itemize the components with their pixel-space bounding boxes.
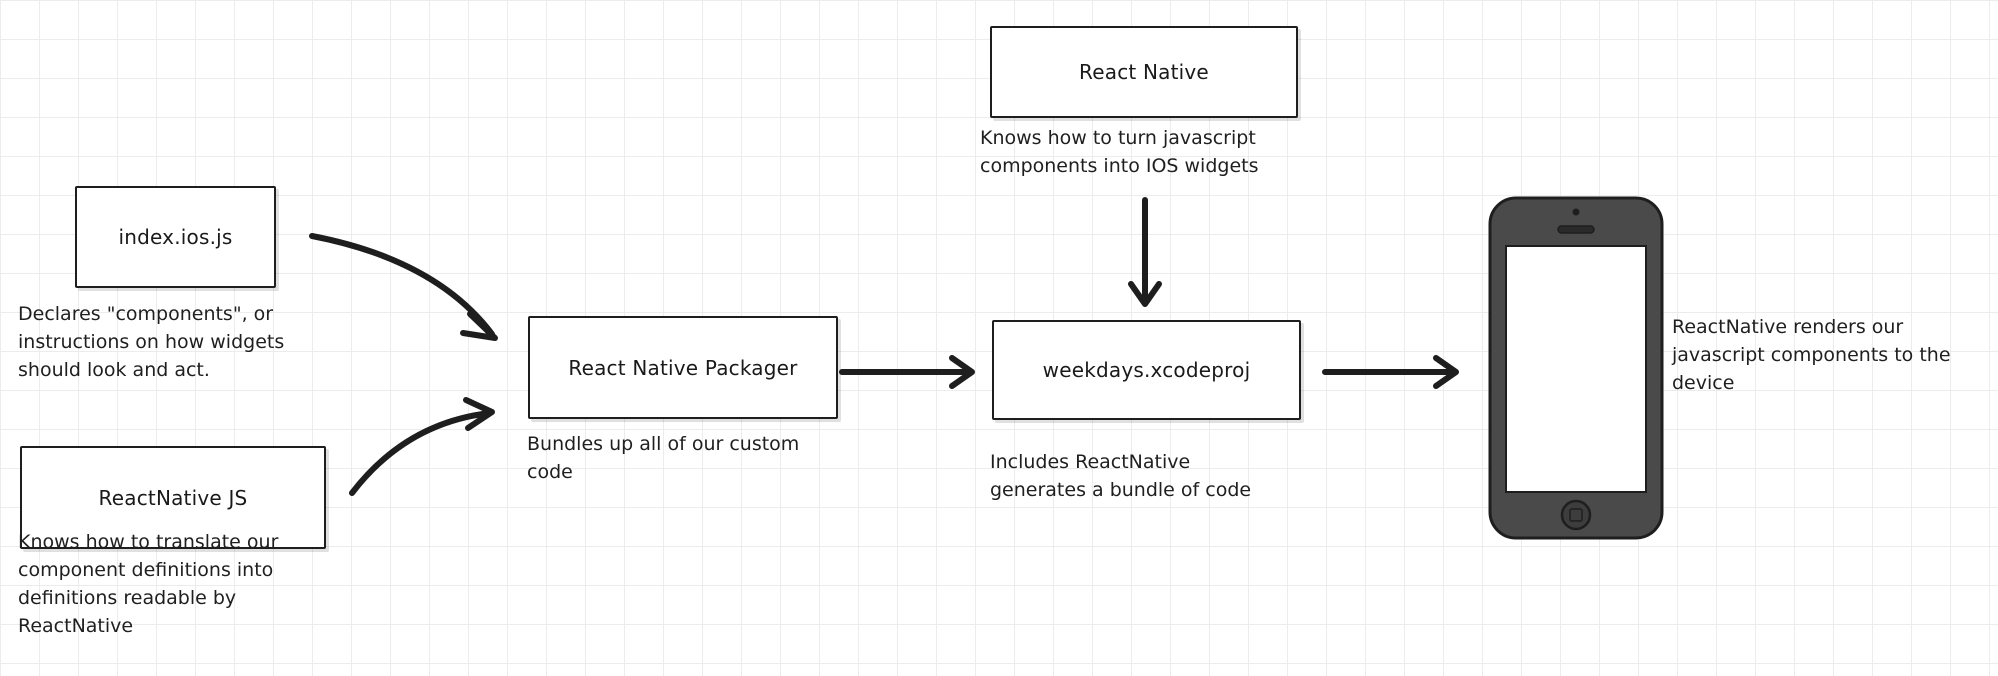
react-native-label: React Native — [1079, 60, 1209, 84]
packager-note: Bundles up all of our custom code — [527, 433, 800, 483]
packager-box: React Native Packager — [528, 316, 838, 419]
index-ios-label: index.ios.js — [118, 225, 233, 249]
xcodeproj-note: Includes ReactNative generates a bundle … — [990, 451, 1252, 501]
iphone-icon — [1488, 196, 1664, 540]
xcodeproj-label: weekdays.xcodeproj — [1042, 358, 1251, 382]
react-native-js-note: Knows how to translate our component def… — [18, 531, 279, 637]
arrow-js-to-packager — [349, 410, 493, 496]
arrow-index-to-packager — [309, 233, 495, 337]
react-native-js-box: ReactNative JS — [20, 446, 326, 549]
index-ios-box: index.ios.js — [75, 186, 276, 288]
xcodeproj-box: weekdays.xcodeproj — [992, 320, 1301, 420]
packager-label: React Native Packager — [568, 355, 798, 380]
react-native-note: Knows how to turn javascript components … — [980, 127, 1259, 177]
device-note: ReactNative renders our javascript compo… — [1672, 316, 1951, 394]
react-native-js-label: ReactNative JS — [98, 485, 248, 510]
react-native-box: React Native — [990, 26, 1298, 118]
index-ios-note: Declares "components", or instructions o… — [18, 303, 285, 381]
